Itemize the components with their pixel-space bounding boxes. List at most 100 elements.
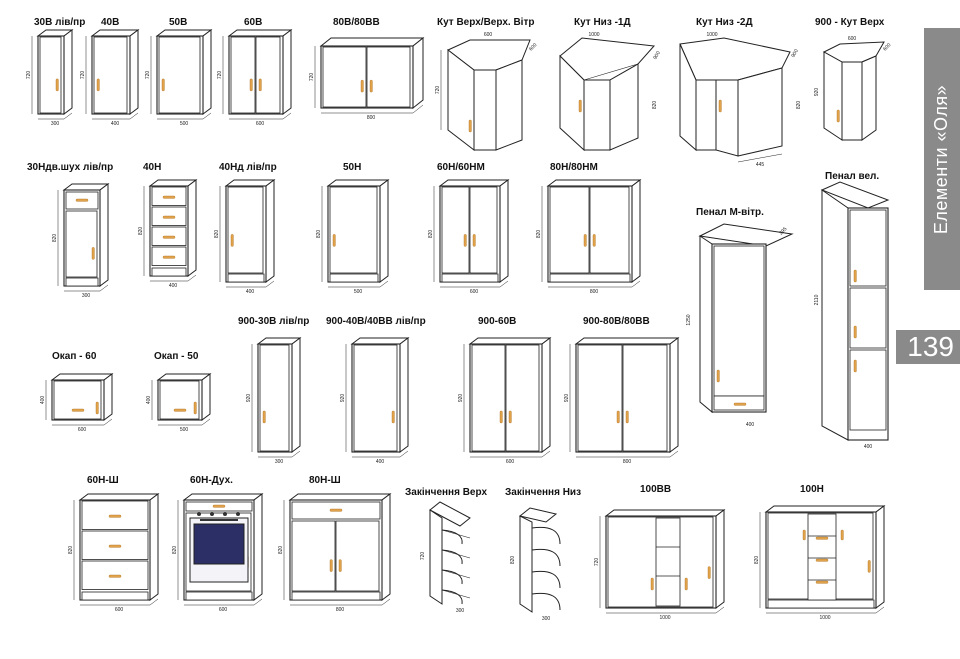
label-kut-niz-1d: Кут Низ -1Д [574, 17, 631, 28]
label-100vv: 100ВВ [640, 484, 672, 495]
cabinet-900-80v-height-dim: 920 [564, 394, 570, 403]
cabinet-80n-height-dim: 820 [536, 230, 542, 239]
cabinet-okap50-width-dim: 500 [180, 427, 189, 433]
cabinet-60v-width-dim: 600 [256, 121, 265, 127]
cabinet-60n-duh-width-dim: 600 [219, 607, 228, 613]
kut-niz-2d-height-dim: 820 [796, 101, 802, 110]
cabinet-900-30v-width-dim: 300 [275, 459, 284, 465]
label-80n: 80Н/80НМ [550, 162, 598, 173]
label-okap50: Окап - 50 [154, 351, 199, 362]
label-30v: 30В лів/пр [34, 17, 86, 28]
zak-verh-width-dim: 300 [456, 608, 465, 614]
penal-vel-width-dim: 400 [864, 444, 873, 450]
oven-knob-icon [210, 512, 214, 516]
side-title: Елементи «Оля» [931, 84, 952, 234]
900-kut-verh-width-dim: 600 [882, 42, 892, 52]
cabinet-40nd-height-dim: 820 [214, 230, 220, 239]
cabinet-80n-width-dim: 800 [590, 289, 599, 295]
oven-knob-icon [236, 512, 240, 516]
cabinet-50v-width-dim: 500 [180, 121, 189, 127]
cabinet-900-60v: 920 600 [458, 337, 552, 465]
zak-niz-width-dim: 300 [542, 616, 551, 622]
cabinet-100vv-width-dim: 1000 [659, 615, 670, 621]
label-50v: 50В [169, 17, 188, 28]
zak-verh-height-dim: 720 [420, 552, 426, 561]
cabinet-40n-width-dim: 400 [169, 283, 178, 289]
kut-niz-2d-width-dim: 1000 [706, 32, 717, 38]
kut-verh-depth-dim: 600 [484, 32, 493, 38]
cabinet-kut-verh: 720 600 600 [435, 32, 539, 152]
cabinet-900-40v-width-dim: 400 [376, 459, 385, 465]
label-40v: 40В [101, 17, 120, 28]
900-kut-verh-depth-dim: 600 [848, 36, 857, 42]
label-100n: 100Н [800, 484, 824, 495]
oven-knob-icon [223, 512, 227, 516]
penal-m-depth-dim: 295 [778, 226, 788, 236]
cabinet-900-80v-width-dim: 800 [623, 459, 632, 465]
cabinet-30nd-height-dim: 820 [52, 234, 58, 243]
cabinet-100n-height-dim: 820 [754, 556, 760, 565]
label-60n-sh: 60Н-Ш [87, 475, 119, 486]
cabinet-30v-width-dim: 300 [51, 121, 60, 127]
cabinet-40n-height-dim: 820 [138, 227, 144, 236]
label-penal-m: Пенал М-вітр. [696, 207, 764, 218]
cabinet-80n-sh: 820 800 [278, 493, 392, 613]
cabinet-40n: 820 400 [138, 179, 198, 289]
cabinet-900-40v-height-dim: 920 [340, 394, 346, 403]
cabinet-30nd-width-dim: 300 [82, 293, 91, 299]
kut-niz-1d-height-dim: 820 [652, 101, 658, 110]
cabinet-50n-width-dim: 500 [354, 289, 363, 295]
label-80n-sh: 80Н-Ш [309, 475, 341, 486]
label-80v: 80В/80ВВ [333, 17, 380, 28]
cabinet-50n: 820 500 [316, 179, 390, 295]
label-zak-niz: Закінчення Низ [505, 487, 582, 498]
cabinet-80v-width-dim: 800 [367, 115, 376, 121]
kut-niz-1d-width-dim: 1000 [588, 32, 599, 38]
label-900-30v: 900-30В лів/пр [238, 316, 310, 327]
cabinet-80v: 720 800 [309, 36, 425, 121]
cabinet-okap50-height-dim: 400 [146, 396, 152, 405]
kut-verh-height-dim: 720 [435, 86, 441, 95]
cabinet-80n-sh-width-dim: 800 [336, 607, 345, 613]
cabinet-80n-sh-height-dim: 820 [278, 546, 284, 555]
kut-niz-2d-small-width-dim: 445 [756, 162, 765, 168]
kut-verh-width-dim: 600 [528, 42, 538, 52]
label-kut-verh: Кут Верх/Верх. Вітр [437, 17, 535, 28]
cabinet-900-60v-height-dim: 920 [458, 394, 464, 403]
label-40nd: 40Нд лів/пр [219, 162, 277, 173]
oven-knob-icon [197, 512, 201, 516]
label-60n: 60Н/60НМ [437, 162, 485, 173]
side-title-box: Елементи «Оля» [924, 28, 960, 290]
label-60n-duh: 60Н-Дух. [190, 475, 233, 486]
cabinet-900-40v: 920 400 [340, 337, 410, 465]
cabinet-60v-height-dim: 720 [217, 71, 223, 80]
side-tab [924, 28, 960, 290]
label-900-80v: 900-80В/80ВВ [583, 316, 650, 327]
label-penal-vel: Пенал вел. [825, 171, 880, 182]
cabinet-50n-height-dim: 820 [316, 230, 322, 239]
label-zak-verh: Закінчення Верх [405, 487, 488, 498]
label-50n: 50Н [343, 162, 362, 173]
cabinet-okap60-width-dim: 600 [78, 427, 87, 433]
cabinet-60n-sh-height-dim: 820 [68, 546, 74, 555]
label-900-60v: 900-60В [478, 316, 517, 327]
cabinet-80v-height-dim: 720 [309, 73, 315, 82]
cabinet-100vv: 720 1000 [594, 509, 726, 621]
cabinet-60n-duh-height-dim: 820 [172, 546, 178, 555]
cabinet-60n-duh: 820 600 [172, 493, 264, 613]
cabinet-100vv-height-dim: 720 [594, 558, 600, 567]
cabinet-900-60v-width-dim: 600 [506, 459, 515, 465]
cabinet-40v-width-dim: 400 [111, 121, 120, 127]
label-60v: 60В [244, 17, 263, 28]
zak-niz-height-dim: 820 [510, 556, 516, 565]
